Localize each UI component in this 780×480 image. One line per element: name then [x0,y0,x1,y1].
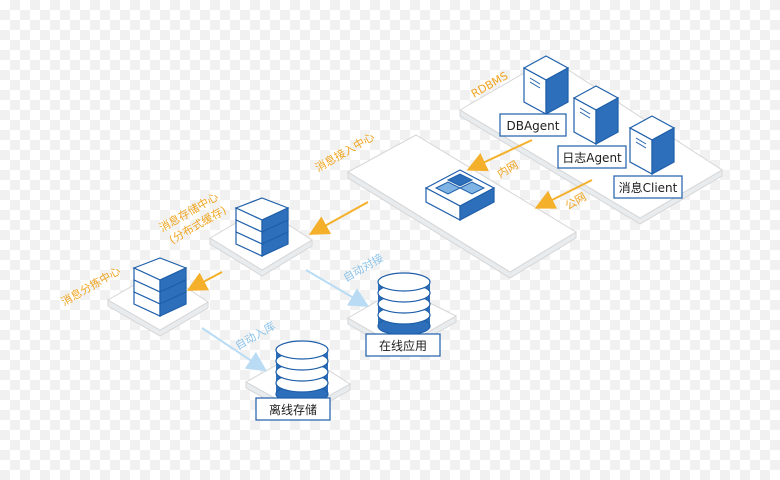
offline-storage-label: 离线存储 [255,397,331,421]
auto-store-annotation: 自动入库 [233,319,278,352]
access-hub-icon [424,169,496,221]
dbagent-server-icon [522,55,570,116]
online-app-label: 在线应用 [365,333,441,357]
log-agent-server-icon [572,85,620,146]
storage-center-rack-icon [234,197,290,257]
msg-client-label: 消息Client [613,175,683,199]
dbagent-label-text: DBAgent [507,119,560,133]
log-agent-label-text: 日志Agent [562,151,622,165]
arrow-storage-to-online [305,269,370,308]
arrow-access-to-storage [308,201,369,235]
arrow-client-to-access [534,179,593,209]
dbagent-label: DBAgent [499,113,567,137]
msg-client-label-text: 消息Client [619,180,678,195]
offline-storage-label-text: 离线存储 [269,402,317,417]
online-app-database-icon [377,272,431,336]
dispatch-center-rack-icon [132,257,188,317]
online-app-label-text: 在线应用 [379,338,427,353]
log-agent-label: 日志Agent [557,145,627,169]
arrow-dispatch-to-offline [201,327,267,372]
intranet-annotation: 内网 [495,157,521,180]
msg-client-server-icon [628,115,676,176]
offline-storage-database-icon [275,340,329,404]
arrow-dbagent-to-access [466,139,533,172]
arrow-storage-to-dispatch [186,271,223,291]
